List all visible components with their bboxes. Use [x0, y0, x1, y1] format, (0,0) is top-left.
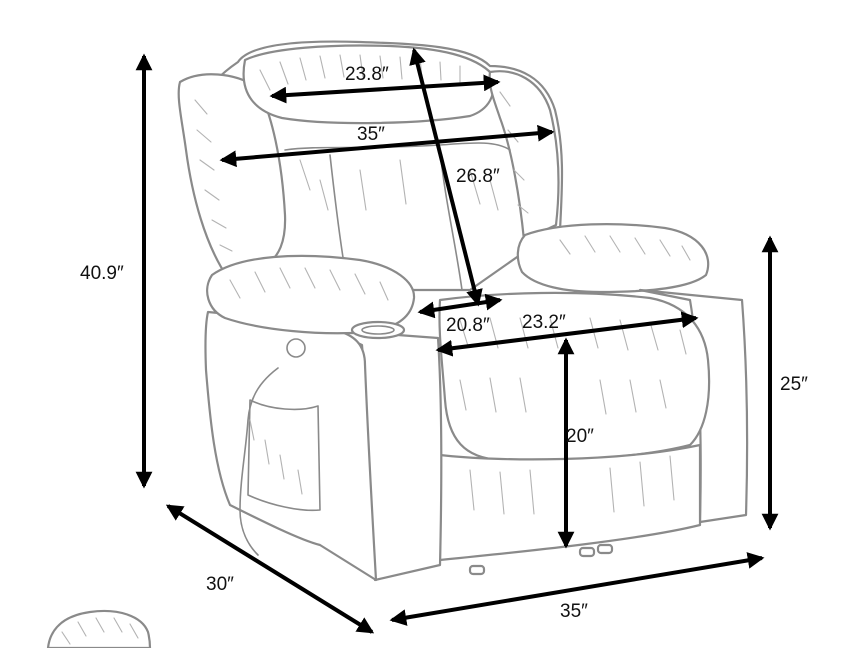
recliner-right-arm-top	[516, 223, 710, 294]
arm-height-label: 25″	[780, 374, 808, 395]
back-height-label: 26.8″	[456, 166, 500, 187]
seat-height-label: 20″	[566, 426, 594, 447]
foot-mid	[578, 546, 596, 558]
power-button	[286, 338, 306, 358]
seat-width-arrow	[435, 311, 699, 357]
width-arrow	[389, 552, 765, 626]
cup-holder-inner	[361, 325, 395, 335]
seat-depth-arrow	[417, 293, 503, 319]
recliner-footrest	[438, 443, 702, 562]
depth-arrow	[165, 504, 375, 634]
headrest-width-label: 23.8″	[345, 64, 389, 85]
depth-label: 30″	[206, 574, 234, 595]
total-height-label: 40.9″	[80, 263, 124, 284]
dimension-labels: 23.8″ 35″ 26.8″ 40.9″ 20.8″ 23.2″ 20″ 25…	[80, 64, 808, 622]
seat-depth-label: 20.8″	[446, 315, 490, 336]
foot-left	[468, 564, 486, 576]
recliner-left-arm-pad	[206, 254, 416, 335]
width-label: 35″	[560, 601, 588, 622]
dimension-arrows	[135, 47, 779, 634]
back-width-arrow	[219, 124, 555, 168]
back-height-arrow	[409, 47, 483, 307]
cushion-thumbnail	[46, 609, 152, 648]
recliner-illustration	[46, 40, 749, 648]
recliner-left-side-panel	[204, 310, 378, 582]
back-width-label: 35″	[357, 124, 385, 145]
cup-holder	[350, 320, 406, 340]
foot-right	[596, 543, 614, 555]
cushion-thumbnail-texture	[61, 617, 139, 645]
seat-width-label: 23.2″	[522, 312, 566, 333]
